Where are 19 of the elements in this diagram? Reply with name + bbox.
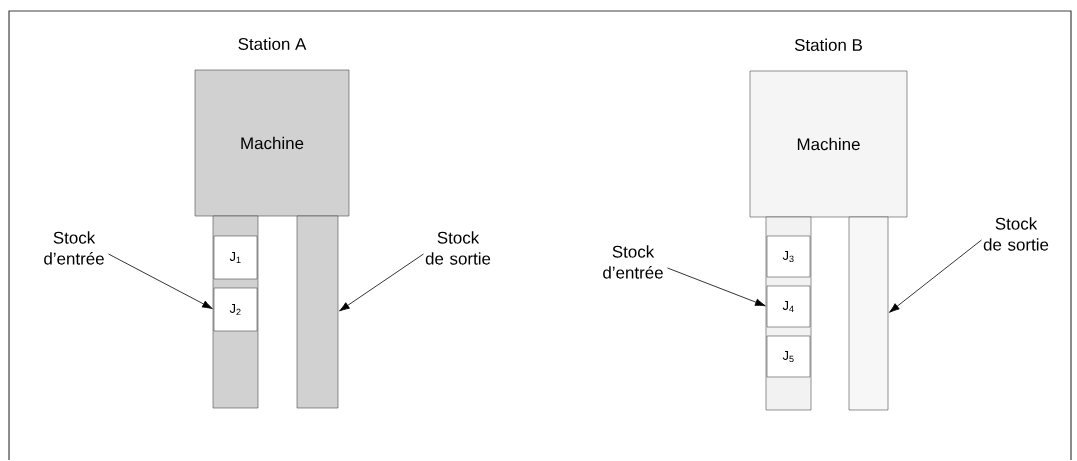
station-heading: Station B xyxy=(794,38,862,51)
machine-box: Machine xyxy=(194,69,350,217)
stock-label: Stock d’entrée xyxy=(44,231,104,265)
job-box: J$_{5}$ xyxy=(766,335,811,378)
machine-box: Machine xyxy=(749,70,908,218)
leader-arrow xyxy=(889,239,982,313)
job-box: J$_{1}$ xyxy=(213,235,258,280)
leader-arrow xyxy=(108,253,213,310)
job-box: J$_{4}$ xyxy=(766,285,811,328)
stock-label: Stock de sortie xyxy=(425,231,491,265)
job-box: J$_{3}$ xyxy=(766,235,811,278)
stock-label: Stock de sortie xyxy=(983,217,1049,251)
leader-arrow xyxy=(339,253,424,312)
stock-label: Stock d’entrée xyxy=(603,245,663,279)
job-box: J$_{2}$ xyxy=(213,287,258,332)
leader-arrow xyxy=(667,267,766,307)
stock-bar xyxy=(848,216,889,411)
stock-bar xyxy=(296,215,339,409)
station-heading: Station A xyxy=(238,37,307,50)
